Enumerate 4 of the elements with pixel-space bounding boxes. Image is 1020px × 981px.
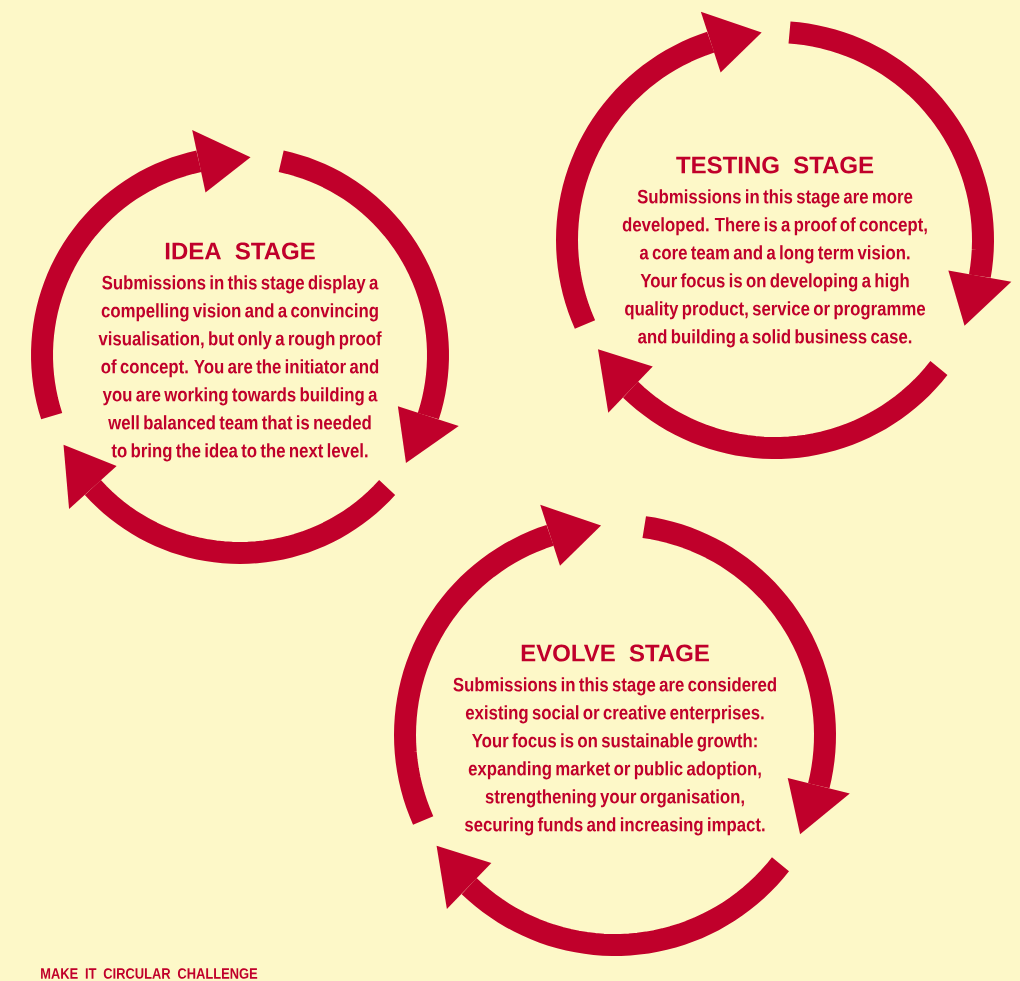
stage-text: EVOLVE STAGE Submissions in this stage are considered existing social or creative enterprises. Your focus is on sustainable growth: expanding market or public adoption, strengthening your organisation, securing funds and increasing impact. <box>453 644 776 836</box>
footer-title: MAKE IT CIRCULAR CHALLENGE <box>41 968 258 979</box>
stage-text: IDEA STAGE Submissions in this stage display a compelling vision and a convincing visualisation, but only a rough proof of concept. You are the initiator and you are working towards building a well balanced team that is needed to bring the idea to the next level. <box>98 242 382 462</box>
stage-text: TESTING STAGE Submissions in this stage are more developed. There is a proof of concept, a core team and a long term vision. Your focus is on developing a high quality product, service or programme and building a solid business case. <box>622 156 927 348</box>
